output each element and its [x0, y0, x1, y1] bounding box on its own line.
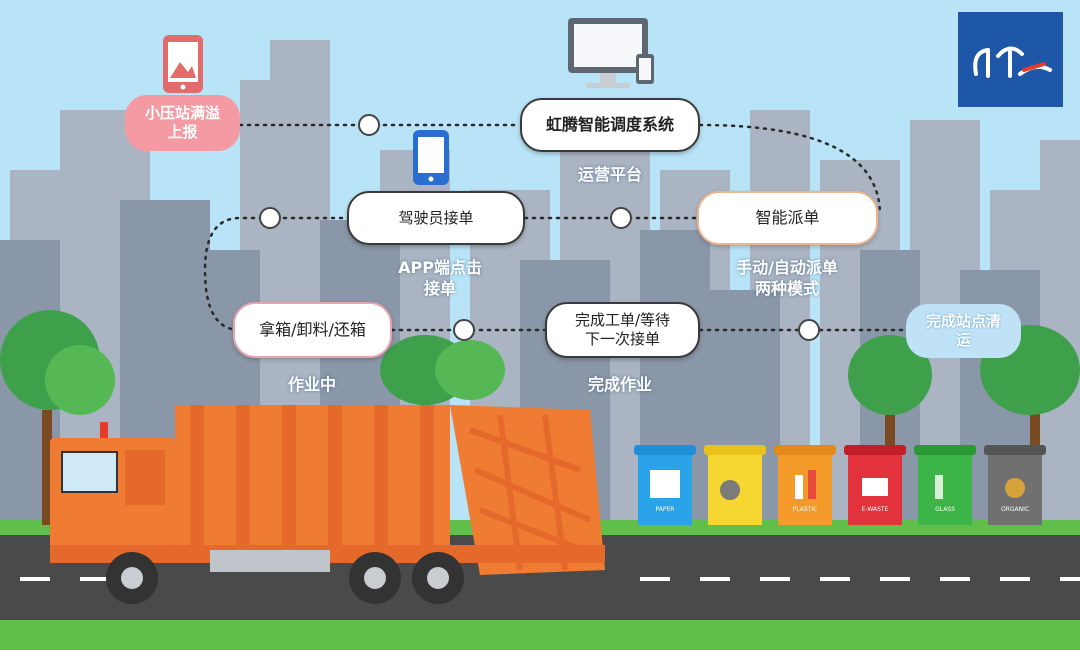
- garbage-truck: [50, 405, 605, 604]
- working-caption: 作业中: [287, 375, 336, 394]
- complete-order-pill: 完成工单/等待 下一次接单: [545, 302, 700, 358]
- bin-label-organic: ORGANIC: [1000, 506, 1030, 513]
- logo-mark-icon: [973, 46, 1052, 78]
- bin-label-plastic: PLASTIC: [792, 506, 818, 513]
- bin-label-ewaste: E-WASTE: [861, 506, 889, 513]
- flow-node-3: [610, 207, 632, 229]
- flow-node-4: [453, 319, 475, 341]
- flow-node-2: [259, 207, 281, 229]
- complete-caption: 完成作业: [587, 375, 652, 394]
- flow-node-1: [358, 114, 380, 136]
- flow-node-5: [798, 319, 820, 341]
- app-accept-caption: APP端点击 接单: [398, 258, 482, 298]
- bin-label-glass: GLASS: [935, 506, 955, 513]
- dispatch-system-pill: 虹腾智能调度系统: [520, 98, 700, 152]
- bin-label-paper: PAPER: [655, 506, 675, 513]
- report-overflow-pill: 小压站满溢 上报: [125, 95, 240, 151]
- recycling-bins: [634, 445, 1046, 525]
- driver-accept-pill: 驾驶员接单: [347, 191, 525, 245]
- dispatch-mode-caption: 手动/自动派单 两种模式: [736, 258, 838, 298]
- ops-platform-caption: 运营平台: [577, 165, 642, 184]
- site-cleaned-pill: 完成站点清 运: [906, 304, 1021, 358]
- tree-left: [0, 310, 115, 525]
- smart-dispatch-pill: 智能派单: [697, 191, 878, 245]
- working-pill: 拿箱/卸料/还箱: [233, 302, 392, 358]
- company-logo: [958, 12, 1063, 107]
